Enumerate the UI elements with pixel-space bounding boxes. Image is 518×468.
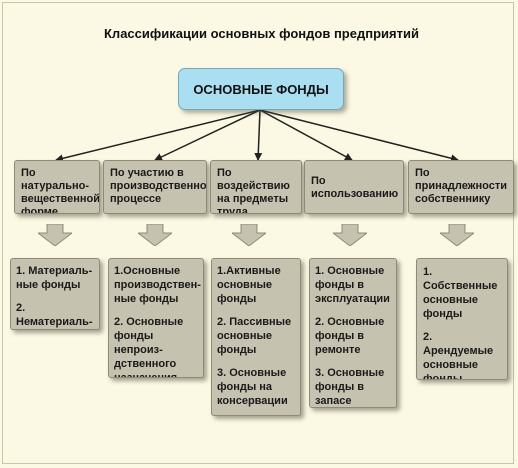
detail-box-production-participation: 1.Основные производствен-ные фонды 2. Ос…: [108, 258, 204, 378]
list-item: 2. Пассивные основные фонды: [217, 316, 292, 356]
category-box-production-participation: По участию в производственном процессе: [103, 160, 207, 214]
list-item: 2. Основные фонды в ремонте: [315, 316, 385, 356]
connector-line-3: [254, 109, 263, 161]
down-arrow-icon: [333, 224, 367, 246]
category-box-natural-form: По натурально-вещественной форме: [14, 160, 100, 214]
list-item: 1. Собственные основные фонды: [423, 266, 498, 320]
list-item: 1. Основные фонды в эксплуатации: [315, 265, 390, 305]
connector-line-2: [154, 109, 261, 161]
detail-box-ownership: 1. Собственные основные фонды 2. Арендуе…: [416, 258, 508, 380]
down-arrow-icon: [138, 224, 172, 246]
list-item: 3. Основные фонды в запасе: [315, 367, 385, 407]
list-item: 2. Нематериаль-ные активы: [16, 302, 93, 328]
detail-box-natural-form: 1. Материаль-ные фонды 2. Нематериаль-ны…: [10, 258, 100, 330]
category-box-labor-impact: По воздействию на предметы труда: [210, 160, 302, 214]
down-arrow-icon: [440, 224, 474, 246]
root-node: ОСНОВНЫЕ ФОНДЫ: [178, 68, 344, 110]
category-box-ownership: По принадлежности собственнику: [408, 160, 514, 214]
list-item: 2. Арендуемые основные фонды: [423, 331, 494, 380]
down-arrow-icon: [38, 224, 72, 246]
slide-frame: [2, 2, 514, 464]
list-item: 3. Основные фонды на консервации: [217, 367, 288, 407]
detail-box-labor-impact: 1.Активные основные фонды 2. Пассивные о…: [211, 258, 301, 416]
list-item: 1.Основные производствен-ные фонды: [114, 265, 201, 305]
detail-box-usage: 1. Основные фонды в эксплуатации 2. Осно…: [309, 258, 397, 408]
diagram-title: Классификации основных фондов предприяти…: [104, 26, 419, 41]
list-item: 1. Материаль-ные фонды: [16, 265, 93, 291]
list-item: 1.Активные основные фонды: [217, 265, 281, 305]
down-arrow-icon: [232, 224, 266, 246]
connector-line-5: [259, 109, 459, 163]
list-item: 2. Основные фонды непроиз-дственного наз…: [114, 316, 184, 378]
connector-line-4: [259, 109, 353, 161]
category-box-usage: По использованию: [304, 160, 404, 214]
connector-line-1: [55, 109, 261, 163]
